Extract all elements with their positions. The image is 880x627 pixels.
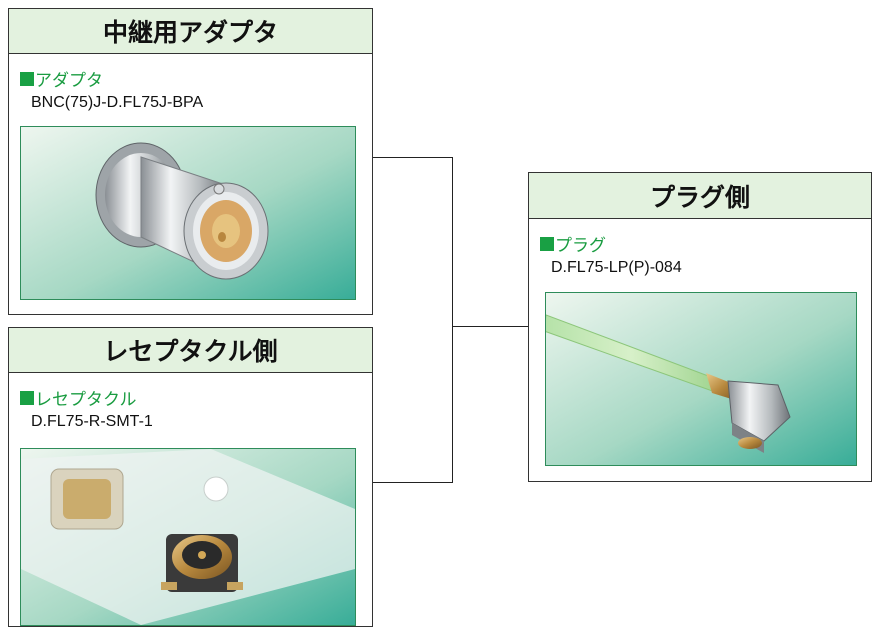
relay-adapter-part-number: BNC(75)J-D.FL75J-BPA (31, 94, 204, 111)
relay-adapter-category: アダプタ (20, 66, 103, 91)
relay-adapter-category-label: アダプタ (35, 71, 103, 91)
receptacle-side-box: レセプタクル側 レセプタクル D.FL75-R-SMT-1 (8, 327, 373, 627)
category-square-icon (20, 71, 34, 86)
category-square-icon (20, 390, 34, 405)
plug-part-number: D.FL75-LP(P)-084 (551, 259, 682, 276)
plug-category-label: プラグ (555, 236, 606, 256)
relay-adapter-title: 中継用アダプタ (9, 9, 372, 54)
receptacle-category-label: レセプタクル (35, 390, 137, 410)
category-square-icon (540, 236, 554, 251)
receptacle-part-number: D.FL75-R-SMT-1 (31, 413, 153, 430)
bnc-adapter-photo (20, 126, 356, 300)
connector-line-bottom (372, 482, 453, 483)
connector-line-to-plug (452, 326, 528, 327)
receptacle-category: レセプタクル (20, 385, 137, 410)
receptacle-side-title: レセプタクル側 (9, 328, 372, 373)
connector-line-top (372, 157, 453, 158)
connector-line-vertical (452, 157, 453, 483)
receptacle-photo (20, 448, 356, 626)
plug-category: プラグ (540, 231, 606, 256)
plug-side-title: プラグ側 (529, 173, 871, 219)
relay-adapter-box: 中継用アダプタ アダプタ BNC(75)J-D.FL75J-BPA (8, 8, 373, 315)
plug-side-box: プラグ側 プラグ D.FL75-LP(P)-084 (528, 172, 872, 482)
plug-photo (545, 292, 857, 466)
